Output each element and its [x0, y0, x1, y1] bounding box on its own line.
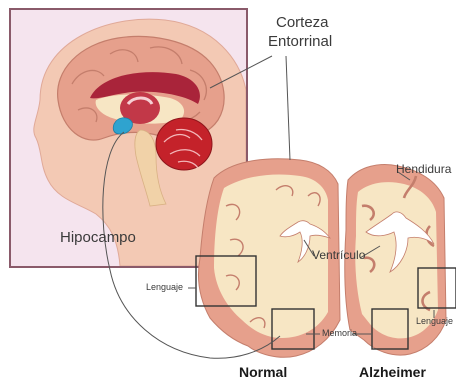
cerebellum — [156, 118, 212, 170]
label-entorrinal: Entorrinal — [268, 33, 332, 51]
label-corteza: Corteza — [276, 14, 329, 32]
label-memoria: Memoria — [322, 328, 357, 339]
label-hendidura: Hendidura — [396, 162, 451, 176]
label-lenguaje-normal: Lenguaje — [146, 282, 183, 293]
label-ventriculo: Ventrículo — [312, 248, 365, 262]
label-lenguaje-alzheimer: Lenguaje — [416, 316, 453, 327]
corteza-to-section-leader — [286, 56, 290, 160]
caption-normal: Normal — [239, 364, 287, 380]
caption-alzheimer: Alzheimer — [359, 364, 426, 380]
label-hipocampo: Hipocampo — [60, 229, 136, 247]
